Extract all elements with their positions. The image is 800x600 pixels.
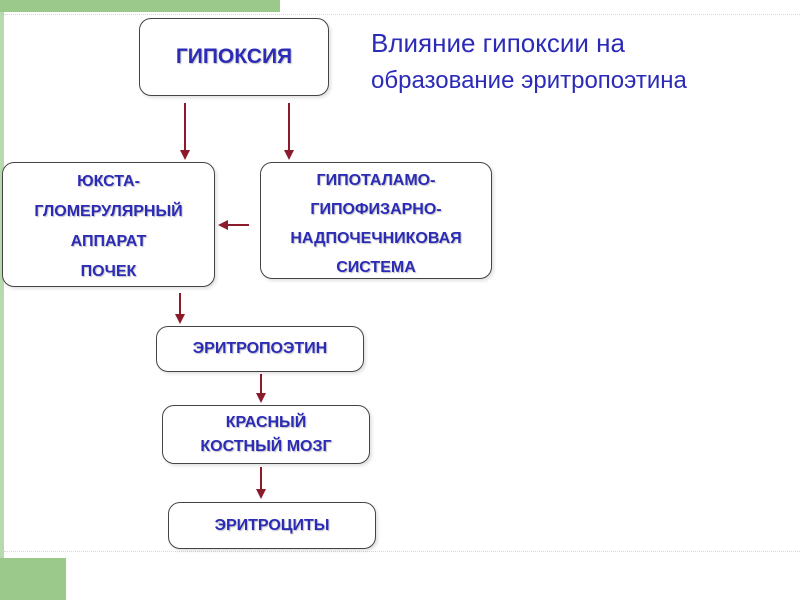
node-hpa-label: ГИПОТАЛАМО- ГИПОФИЗАРНО- НАДПОЧЕЧНИКОВАЯ… xyxy=(290,171,462,276)
slide-title-line2: образование эритропоэтина xyxy=(371,67,687,94)
node-juxtaglomerular-apparatus: ЮКСТА- ГЛОМЕРУЛЯРНЫЙ АППАРАТ ПОЧЕК xyxy=(2,162,215,287)
node-erythrocytes-label: ЭРИТРОЦИТЫ xyxy=(214,516,330,534)
top-accent-bar xyxy=(0,0,280,12)
node-hpa-system: ГИПОТАЛАМО- ГИПОФИЗАРНО- НАДПОЧЕЧНИКОВАЯ… xyxy=(260,162,492,279)
node-erythropoietin-label: ЭРИТРОПОЭТИН xyxy=(192,340,328,357)
node-hypoxia: ГИПОКСИЯ xyxy=(139,18,329,96)
bottom-divider xyxy=(4,551,800,552)
node-red-bone-marrow-label: КРАСНЫЙ КОСТНЫЙ МОЗГ xyxy=(200,413,332,455)
node-red-bone-marrow: КРАСНЫЙ КОСТНЫЙ МОЗГ xyxy=(162,405,370,464)
node-erythrocytes: ЭРИТРОЦИТЫ xyxy=(168,502,376,549)
slide-title: Влияние гипоксии на образование эритропо… xyxy=(371,24,687,100)
node-hypoxia-label: ГИПОКСИЯ xyxy=(175,45,293,68)
top-divider xyxy=(4,14,800,15)
left-accent-bar xyxy=(0,12,4,560)
bottom-accent-block xyxy=(0,558,66,600)
node-erythropoietin: ЭРИТРОПОЭТИН xyxy=(156,326,364,372)
node-juxtaglomerular-label: ЮКСТА- ГЛОМЕРУЛЯРНЫЙ АППАРАТ ПОЧЕК xyxy=(34,172,183,280)
slide-title-line1: Влияние гипоксии на xyxy=(371,28,625,58)
